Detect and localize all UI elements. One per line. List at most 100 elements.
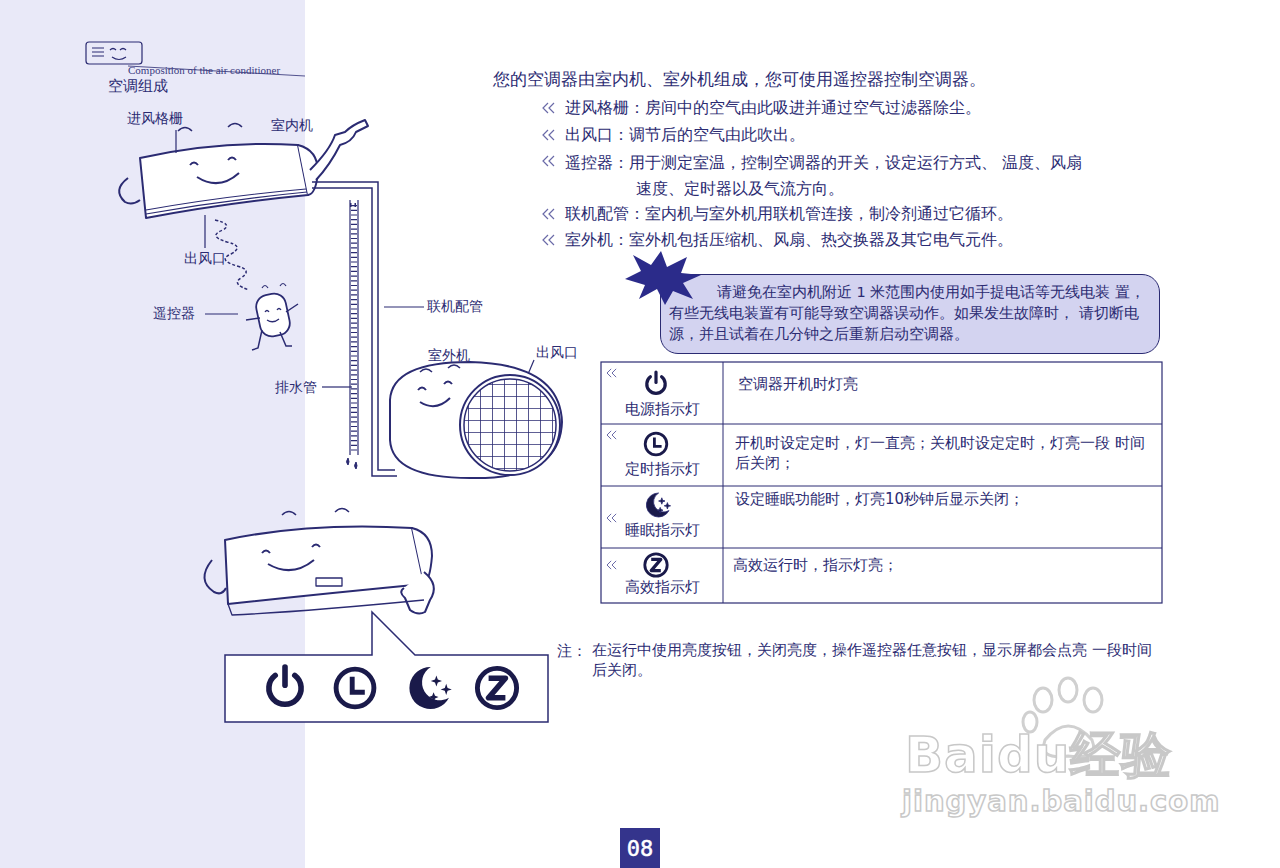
drain-pipe-part bbox=[357, 200, 358, 455]
leader-lines-part bbox=[175, 130, 176, 153]
indicator-table-part bbox=[647, 372, 665, 393]
indoor-unit-part bbox=[119, 178, 140, 204]
bullet-markers-part bbox=[543, 130, 554, 140]
indoor-unit bbox=[119, 120, 368, 218]
table-text: 定时指示灯 bbox=[602, 460, 722, 480]
display-panel-part bbox=[336, 669, 374, 707]
label: 室外机 bbox=[428, 346, 470, 365]
indicator-table-part bbox=[607, 561, 616, 569]
leader-lines-part bbox=[322, 386, 352, 387]
table-text: 睡眠指示灯 bbox=[602, 521, 722, 541]
table-text: 注： bbox=[557, 641, 587, 661]
connecting-pipe bbox=[312, 182, 397, 476]
label: 进风格栅：房间中的空气由此吸进并通过空气过滤器除尘。 bbox=[565, 98, 981, 119]
bullet-markers-part bbox=[543, 103, 554, 113]
indoor-unit-display-part bbox=[282, 509, 349, 516]
indoor-unit-display-part bbox=[204, 560, 226, 593]
indoor-unit-display-part bbox=[316, 578, 342, 586]
indoor-unit-part bbox=[310, 120, 368, 180]
outdoor-unit-part bbox=[460, 375, 560, 475]
indicator-table-part bbox=[607, 514, 616, 522]
table-text: 开机时设定定时，灯一直亮；关机时设定定时，灯亮一段 时间后关闭； bbox=[735, 434, 1155, 473]
label: 出风口 bbox=[536, 343, 578, 362]
page-number-box: 08 bbox=[620, 828, 660, 868]
indoor-unit-display-part bbox=[228, 600, 424, 615]
display-panel-part bbox=[409, 667, 451, 709]
bullet-markers bbox=[543, 103, 554, 245]
drain-pipe-part bbox=[349, 200, 350, 455]
indicator-table-part bbox=[645, 554, 667, 576]
outdoor-unit-part bbox=[464, 379, 556, 471]
watermark-paw-part bbox=[1084, 688, 1102, 712]
drain-pipe-part bbox=[351, 205, 357, 452]
label: 联机配管 bbox=[427, 297, 483, 316]
indoor-unit-display-part bbox=[262, 545, 320, 554]
indicator-table-part bbox=[607, 431, 616, 439]
outdoor-unit-part bbox=[420, 398, 450, 406]
label: 出风口 bbox=[184, 249, 226, 268]
label: 遥控器：用于测定室温，控制空调器的开关，设定运行方式、 温度、风扇速度、定时器以… bbox=[565, 151, 1086, 202]
leader-lines-part bbox=[204, 215, 205, 248]
label: 进风格栅 bbox=[127, 109, 183, 128]
indoor-unit-display bbox=[204, 509, 433, 616]
indoor-unit-part bbox=[146, 192, 307, 214]
indoor-unit-part bbox=[146, 189, 306, 210]
indicator-table-part bbox=[645, 433, 667, 455]
indoor-unit-part bbox=[190, 158, 236, 166]
indicator-table bbox=[601, 362, 1162, 603]
indoor-unit-part bbox=[178, 124, 242, 132]
label: 遥控器 bbox=[153, 304, 195, 323]
indoor-unit-part bbox=[197, 173, 239, 183]
warning-text: 请避免在室内机附近 1 米范围内使用如手提电话等无线电装 置，有些无线电装置有可… bbox=[669, 282, 1149, 345]
table-text: 高效运行时，指示灯亮； bbox=[733, 556, 1153, 576]
header-icon-part bbox=[86, 42, 142, 64]
remote-control-part bbox=[262, 284, 286, 289]
table-text: 电源指示灯 bbox=[602, 400, 722, 420]
label: 空调组成 bbox=[108, 76, 168, 96]
drain-pipe bbox=[347, 200, 359, 469]
table-text: 在运行中使用亮度按钮，关闭亮度，操作遥控器任意按钮，显示屏都会点亮 一段时间后关… bbox=[592, 641, 1152, 680]
watermark-paw-part bbox=[1059, 678, 1077, 702]
leader-lines-part bbox=[384, 306, 424, 307]
label: 室外机：室外机包括压缩机、风扇、热交换器及其它电气元件。 bbox=[565, 230, 1013, 251]
side-band bbox=[0, 0, 305, 868]
remote-control-part bbox=[265, 309, 281, 322]
remote-control-part bbox=[254, 291, 292, 338]
indicator-table-part bbox=[646, 493, 670, 517]
outdoor-unit-part bbox=[420, 365, 460, 372]
indoor-unit-part bbox=[140, 144, 308, 218]
remote-control bbox=[246, 284, 298, 351]
bullet-markers-part bbox=[543, 235, 554, 245]
watermark: Baidu经验 bbox=[905, 722, 1172, 790]
table-text: 高效指示灯 bbox=[602, 578, 722, 598]
table-text: 空调器开机时灯亮 bbox=[738, 375, 1148, 395]
leader-lines-part bbox=[205, 313, 238, 314]
watermark-paw-part bbox=[1034, 688, 1052, 712]
page-number: 08 bbox=[627, 836, 654, 861]
warning-callout: 请避免在室内机附近 1 米范围内使用如手提电话等无线电装 置，有些无线电装置有可… bbox=[660, 274, 1160, 354]
label: Composition of the air conditioner bbox=[128, 63, 280, 78]
label: 排水管 bbox=[275, 378, 317, 397]
remote-control-part bbox=[246, 304, 298, 350]
indicator-table-part bbox=[607, 369, 616, 377]
display-panel-part bbox=[477, 668, 516, 707]
indicator-table-part bbox=[601, 362, 1162, 603]
indoor-unit-display-part bbox=[401, 572, 434, 614]
indoor-unit-display-part bbox=[225, 527, 424, 605]
label: 联机配管：室内机与室外机用联机管连接，制冷剂通过它循环。 bbox=[565, 204, 1013, 225]
header-icon-part bbox=[92, 48, 126, 60]
outdoor-unit-part bbox=[460, 375, 560, 475]
bullet-markers-part bbox=[543, 209, 554, 219]
outdoor-unit bbox=[390, 362, 562, 478]
starburst-shape bbox=[625, 251, 701, 305]
label: 室内机 bbox=[271, 116, 313, 135]
indoor-unit-display-part bbox=[268, 560, 314, 570]
table-text: 设定睡眠功能时，灯亮10秒钟后显示关闭； bbox=[735, 490, 1155, 510]
label: 出风口：调节后的空气由此吹出。 bbox=[565, 125, 805, 146]
outdoor-unit-part bbox=[390, 362, 562, 478]
starburst bbox=[615, 249, 705, 307]
display-panel-part bbox=[269, 667, 301, 704]
outdoor-unit-part bbox=[418, 382, 452, 391]
display-panel bbox=[225, 612, 548, 722]
